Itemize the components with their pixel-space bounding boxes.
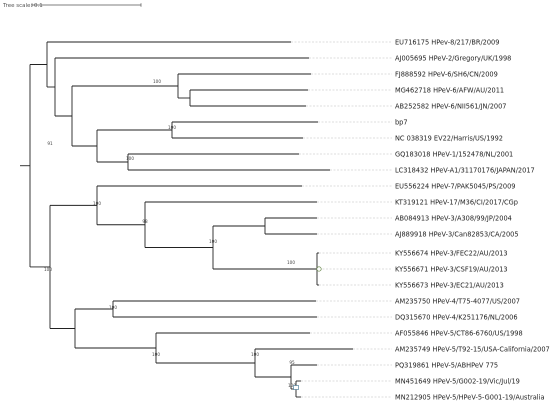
leaf-label: AJ889918 HPeV-3/Can82853/CA/2005 xyxy=(395,230,519,238)
leaf-label: KY556674 HPeV-3/FEC22/AU/2013 xyxy=(395,249,508,257)
support-values: 100 91 100 100 100 98 100 100 100 100 100 100 95 100 xyxy=(44,79,296,388)
leaf-label: GQ183018 HPeV-1/152478/NL/2001 xyxy=(395,150,513,158)
leaf-label: NC 038319 EV22/Harris/US/1992 xyxy=(395,134,503,142)
support-value: 100 xyxy=(152,352,160,357)
leaf-label: AB084913 HPeV-3/A308/99/JP/2004 xyxy=(395,214,512,222)
node-mark-au xyxy=(316,266,322,272)
leaf-label: KT319121 HPeV-17/M36/CI/2017/CGp xyxy=(395,198,518,206)
support-value: 100 xyxy=(93,201,101,206)
tree-branches xyxy=(20,41,353,398)
leaf-label: AM235749 HPeV-5/T92-15/USA-California/20… xyxy=(395,345,550,353)
leaf-label: AJ005695 HPeV-2/Gregory/UK/1998 xyxy=(395,54,511,62)
support-value: 100 xyxy=(288,383,296,388)
collapsed-node-marks xyxy=(293,266,322,390)
tree-scale-label: Tree scale: 0.1 xyxy=(2,3,43,9)
leaf-label: EU556224 HPeV-7/PAK5045/PS/2009 xyxy=(395,182,516,190)
leaf-label: AB252582 HPeV-6/NII561/JN/2007 xyxy=(395,102,507,110)
node-mark-hpev5 xyxy=(293,385,299,390)
support-value: 91 xyxy=(47,141,53,146)
support-value: 100 xyxy=(153,79,161,84)
leaf-guide-lines xyxy=(291,41,392,398)
support-value: 100 xyxy=(168,125,176,130)
leaf-label: FJ888592 HPeV-6/SH6/CN/2009 xyxy=(395,70,498,78)
support-value: 100 xyxy=(109,305,117,310)
leaf-label: KY556673 HPeV-3/EC21/AU/2013 xyxy=(395,281,504,289)
leaf-label: AF055846 HPeV-5/CT86-6760/US/1998 xyxy=(395,329,523,337)
leaf-label: AM235750 HPeV-4/T75-4077/US/2007 xyxy=(395,297,520,305)
leaf-label: MN451649 HPeV-5/G002-19/Vic/Jul/19 xyxy=(395,377,520,385)
support-value: 95 xyxy=(289,360,295,365)
support-value: 100 xyxy=(251,352,259,357)
leaf-label: bp7 xyxy=(395,118,408,126)
leaf-label: LC318432 HPeV-A1/31170176/JAPAN/2017 xyxy=(395,166,535,174)
leaf-label: DQ315670 HPeV-4/K251176/NL/2006 xyxy=(395,313,518,321)
support-value: 100 xyxy=(209,239,217,244)
leaf-label: PQ319861 HPeV-5/ABHPeV 775 xyxy=(395,361,498,369)
support-value: 100 xyxy=(287,260,295,265)
support-value: 98 xyxy=(142,219,148,224)
support-value: 100 xyxy=(126,156,134,161)
leaf-label: MN212905 HPeV-5/HPeV-5-G001-19/Australia xyxy=(395,393,545,401)
support-value: 100 xyxy=(44,267,52,272)
leaf-label: EU716175 HPev-8/217/BR/2009 xyxy=(395,38,499,46)
leaf-label: MG462718 HPeV-6/AFW/AU/2011 xyxy=(395,86,504,94)
leaf-label: KY556671 HPeV-3/CSF19/AU/2013 xyxy=(395,265,508,273)
